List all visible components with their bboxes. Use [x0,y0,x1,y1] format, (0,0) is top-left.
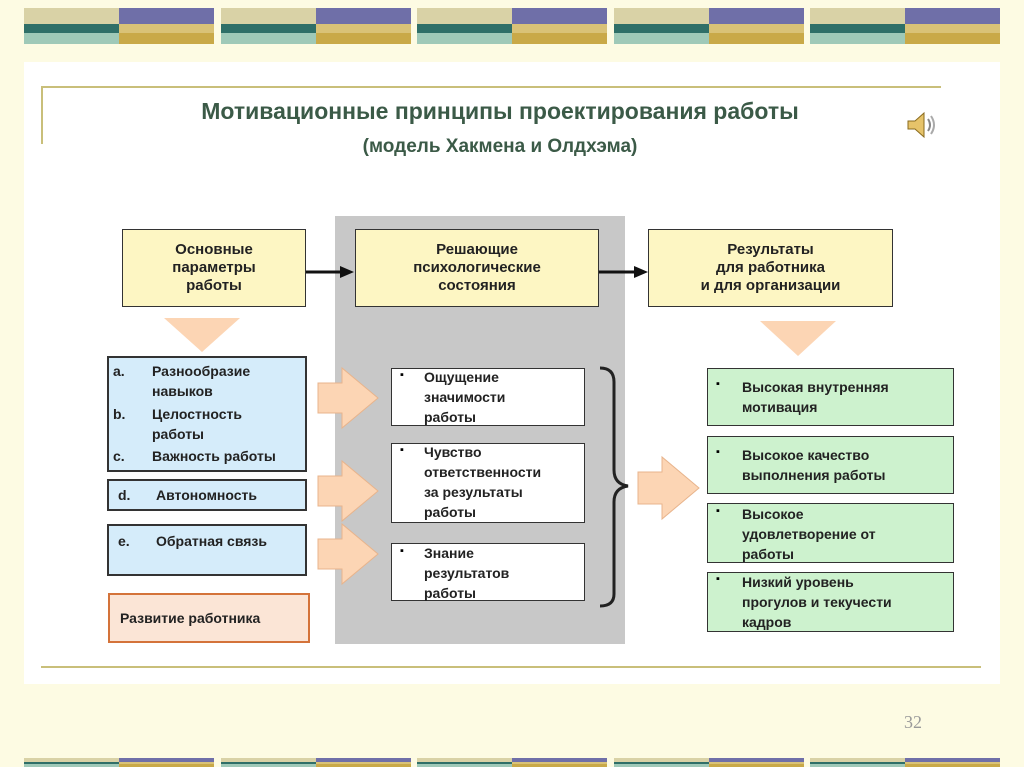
top-decoration [0,0,1024,50]
frame-line [41,86,941,88]
page-number: 32 [904,712,922,732]
outcome-box-absenteeism [707,572,954,632]
decor-stripe [24,8,214,44]
bullet-icon: ▪ [716,573,720,585]
decor-stripe [417,758,607,767]
state-box-knowledge [391,543,585,601]
outcome-item: Высокая внутренняя мотивация [742,379,889,415]
parameter-marker: c. [113,448,125,464]
outcome-box-motivation [707,368,954,426]
bullet-icon: ▪ [716,378,720,390]
frame-line [41,86,43,144]
bottom-decoration [0,754,1024,767]
parameter-marker: e. [118,533,130,549]
parameters-box-e [107,524,307,576]
frame-line [41,666,981,668]
decor-stripe [614,758,804,767]
employee-development-box: Развитие работника [108,593,310,643]
decor-stripe [24,758,214,767]
outcome-box-satisfaction [707,503,954,563]
header-results: Результаты для работника и для организац… [648,229,893,307]
parameter-item: Автономность [156,487,258,503]
state-box-responsibility [391,443,585,523]
decor-stripe [417,8,607,44]
state-item: Ощущение значимости работы [424,369,506,425]
decor-stripe [221,8,411,44]
outcome-item: Низкий уровень прогулов и текучести кадр… [742,574,892,630]
parameter-item: Обратная связь [156,533,267,549]
header-job-parameters: Основные параметры работы [122,229,306,307]
parameter-marker: a. [113,363,125,379]
slide-title: Мотивационные принципы проектирования ра… [201,98,799,124]
bullet-icon: ▪ [400,444,404,456]
decor-stripe [810,758,1000,767]
parameter-marker: d. [118,487,131,503]
outcome-box-quality [707,436,954,494]
state-item: Чувство ответственности за результаты ра… [424,444,542,520]
parameter-item: Важность работы [152,448,276,464]
bullet-icon: ▪ [716,446,720,458]
decor-stripe [614,8,804,44]
parameter-item: Целостность работы [152,406,242,442]
bullet-icon: ▪ [716,505,720,517]
parameter-marker: b. [113,406,126,422]
bullet-icon: ▪ [400,545,404,557]
outcome-item: Высокое качество выполнения работы [742,447,886,483]
parameter-item: Разнообразие навыков [152,363,251,399]
parameters-box-d [107,479,307,511]
state-item: Знание результатов работы [424,545,510,601]
bullet-icon: ▪ [400,369,404,381]
header-psychological-states: Решающие психологические состояния [355,229,599,307]
decor-stripe [810,8,1000,44]
slide-subtitle: (модель Хакмена и Олдхэма) [362,136,638,157]
outcome-item: Высокое удовлетворение от работы [742,506,876,562]
decor-stripe [221,758,411,767]
state-box-meaningfulness [391,368,585,426]
parameters-box-abc [107,356,307,472]
speaker-icon[interactable] [904,108,938,142]
